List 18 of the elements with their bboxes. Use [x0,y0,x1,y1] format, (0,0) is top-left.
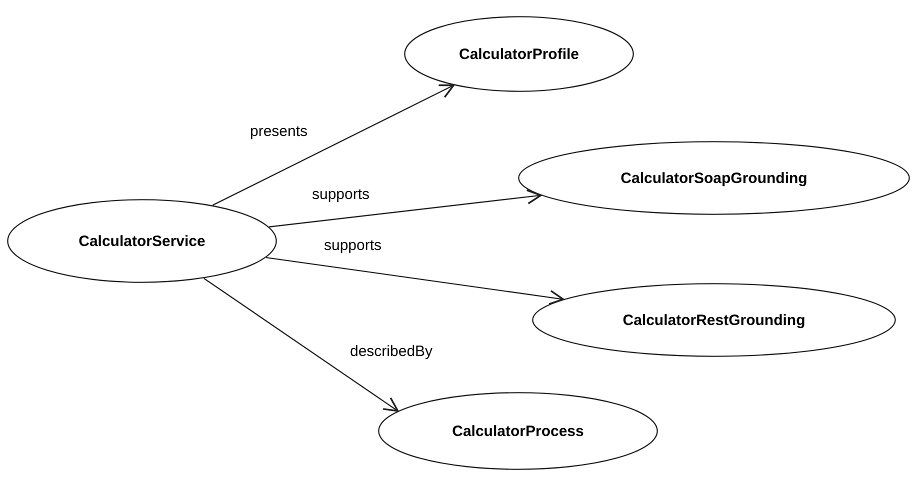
edge-label: presents [248,123,310,140]
arrow [269,189,542,228]
ellipse-node [532,283,896,357]
node-label: CalculatorProfile [458,46,580,62]
arrow [204,278,399,412]
ellipse-node [404,16,634,92]
arrow [266,256,564,305]
edge-label: supports [310,186,372,203]
node-label: CalculatorRestGrounding [622,312,806,328]
ellipse-node [378,392,658,470]
node-label: CalculatorProcess [452,422,584,440]
edge-label: describedBy [348,343,435,360]
ellipse-node [7,199,277,283]
arrow [212,84,454,206]
node-label: CalculatorService [78,232,206,250]
node-label: CalculatorSoapGrounding [620,170,808,186]
ellipse-node [518,141,910,215]
edge-label: supports [322,237,384,254]
